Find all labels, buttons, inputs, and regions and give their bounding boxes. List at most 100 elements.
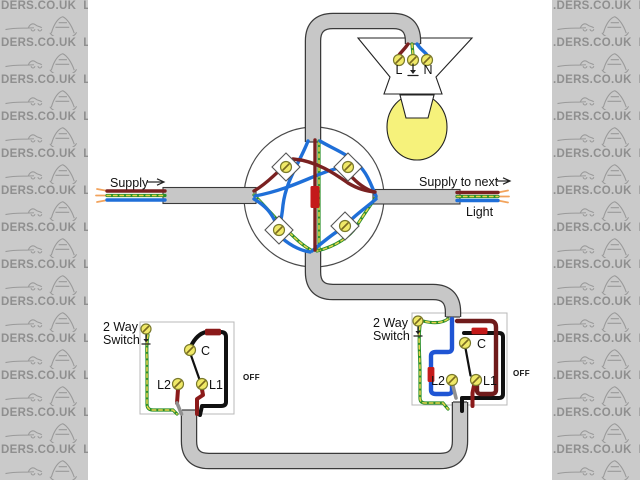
- watermark-text: .DERS.CO.UK LOCOST: [553, 444, 640, 456]
- watermark-row: DERS.CO.UK LOCOSTB: [0, 199, 88, 236]
- watermark-row: .DERS.CO.UK LOCOST: [552, 310, 640, 347]
- watermark-row: DERS.CO.UK LOCOSTB: [0, 310, 88, 347]
- watermark-text: DERS.CO.UK LOCOSTB: [1, 0, 88, 12]
- watermark-row: .DERS.CO.UK LOCOST: [552, 162, 640, 199]
- watermark-text: .DERS.CO.UK LOCOST: [553, 333, 640, 345]
- watermark-text: DERS.CO.UK LOCOSTB: [1, 296, 88, 308]
- junction-box-wiring: [252, 138, 378, 254]
- lamp-terminals: L N: [392, 42, 434, 77]
- locost-car-doodle-icon: [557, 349, 630, 369]
- locost-car-doodle-icon: [557, 16, 630, 36]
- watermark-text: .DERS.CO.UK LOCOST: [553, 185, 640, 197]
- watermark-text: DERS.CO.UK LOCOSTB: [1, 222, 88, 234]
- conduit-switch-to-switch: [182, 402, 467, 468]
- lamp-live-label: L: [396, 63, 403, 77]
- watermark-row: DERS.CO.UK LOCOSTB: [0, 347, 88, 384]
- watermark-row: .DERS.CO.UK LOCOST: [552, 14, 640, 51]
- watermark-text: DERS.CO.UK LOCOSTB: [1, 74, 88, 86]
- watermark-text: .DERS.CO.UK LOCOST: [553, 370, 640, 382]
- locost-car-doodle-icon: [557, 275, 630, 295]
- supply-cable-tails: [95, 188, 167, 203]
- terminal-nw: [271, 152, 301, 182]
- locost-car-doodle-icon: [557, 201, 630, 221]
- switch-lever: [188, 351, 201, 381]
- left-switch: C L2 L1 2 Way Switch OFF: [103, 320, 260, 417]
- lamp-neutral-label: N: [423, 63, 432, 77]
- switch-lever: [463, 344, 472, 377]
- watermark-row: DERS.CO.UK LOCOSTB: [0, 0, 88, 14]
- light-bulb: [386, 93, 448, 161]
- watermark-text: DERS.CO.UK LOCOSTB: [1, 259, 88, 271]
- watermark-row: .DERS.CO.UK LOCOST: [552, 273, 640, 310]
- locost-car-doodle-icon: [5, 164, 78, 184]
- pendant-lamp: [356, 37, 474, 161]
- locost-car-doodle-icon: [5, 386, 78, 406]
- earth-symbol-icon: [413, 326, 423, 337]
- right-arrow-icon: [496, 177, 512, 185]
- watermark-text: DERS.CO.UK LOCOSTB: [1, 111, 88, 123]
- l2-terminal-label: L2: [431, 374, 445, 388]
- junction-terminals: [264, 152, 363, 245]
- watermark-text: .DERS.CO.UK LOCOST: [553, 74, 640, 86]
- watermark-text: .DERS.CO.UK LOCOST: [553, 222, 640, 234]
- terminal-ne: [333, 152, 363, 182]
- bulb-cap: [399, 94, 435, 119]
- locost-car-doodle-icon: [5, 201, 78, 221]
- watermark-text: DERS.CO.UK LOCOSTB: [1, 37, 88, 49]
- switch-caption-line1: 2 Way: [373, 316, 409, 330]
- switch-caption-line1: 2 Way: [103, 320, 139, 334]
- locost-car-doodle-icon: [5, 127, 78, 147]
- locost-car-doodle-icon: [557, 127, 630, 147]
- watermark-row: DERS.CO.UK LOCOSTB: [0, 51, 88, 88]
- watermark-row: .DERS.CO.UK LOCOST: [552, 384, 640, 421]
- watermark-row: DERS.CO.UK LOCOSTB: [0, 458, 88, 480]
- watermark-text: .DERS.CO.UK LOCOST: [553, 148, 640, 160]
- watermark-row: DERS.CO.UK LOCOSTB: [0, 236, 88, 273]
- red-sleeve-marker: [205, 328, 221, 336]
- locost-car-doodle-icon: [557, 423, 630, 443]
- locost-car-doodle-icon: [5, 16, 78, 36]
- watermark-text: DERS.CO.UK LOCOSTB: [1, 333, 88, 345]
- l2-terminal-label: L2: [157, 378, 171, 392]
- locost-car-doodle-icon: [5, 460, 78, 480]
- watermark-row: DERS.CO.UK LOCOSTB: [0, 162, 88, 199]
- watermark-text: DERS.CO.UK LOCOSTB: [1, 444, 88, 456]
- conduit-runs: [162, 12, 469, 470]
- watermark-strip-left: DERS.CO.UK LOCOSTB DERS.CO.UK LOCOSTB: [0, 0, 88, 480]
- locost-car-doodle-icon: [557, 53, 630, 73]
- switch-box-right: [411, 312, 508, 406]
- switch-caption-line2: Switch: [103, 333, 140, 347]
- common-terminal-label: C: [201, 344, 210, 358]
- supply-to-next-label: Supply to next: [419, 175, 499, 189]
- locost-car-doodle-icon: [5, 312, 78, 332]
- watermark-text: .DERS.CO.UK LOCOST: [553, 259, 640, 271]
- earth-symbol-icon: [141, 334, 151, 345]
- switch-state-label: OFF: [243, 373, 260, 382]
- switch-caption-line2: Switch: [373, 329, 410, 343]
- locost-car-doodle-icon: [557, 312, 630, 332]
- locost-car-doodle-icon: [557, 90, 630, 110]
- terminal-se: [330, 211, 360, 241]
- watermark-text: .DERS.CO.UK LOCOST: [553, 0, 640, 12]
- watermark-text: DERS.CO.UK LOCOSTB: [1, 370, 88, 382]
- watermark-row: .DERS.CO.UK LOCOST: [552, 199, 640, 236]
- locost-car-doodle-icon: [557, 164, 630, 184]
- locost-car-doodle-icon: [557, 386, 630, 406]
- watermark-row: .DERS.CO.UK LOCOST: [552, 51, 640, 88]
- watermark-row: DERS.CO.UK LOCOSTB: [0, 88, 88, 125]
- l1-terminal-label: L1: [483, 374, 497, 388]
- watermark-text: .DERS.CO.UK LOCOST: [553, 407, 640, 419]
- watermark-row: .DERS.CO.UK LOCOST: [552, 458, 640, 480]
- lampholder-body: [356, 37, 474, 95]
- light-label: Light: [466, 205, 494, 219]
- right-arrow-icon: [147, 178, 166, 186]
- locost-car-doodle-icon: [557, 460, 630, 480]
- red-sleeve-marker: [310, 186, 320, 208]
- watermark-text: .DERS.CO.UK LOCOST: [553, 296, 640, 308]
- watermark-row: .DERS.CO.UK LOCOST: [552, 421, 640, 458]
- watermark-row: DERS.CO.UK LOCOSTB: [0, 273, 88, 310]
- watermark-row: .DERS.CO.UK LOCOST: [552, 236, 640, 273]
- watermark-row: .DERS.CO.UK LOCOST: [552, 0, 640, 14]
